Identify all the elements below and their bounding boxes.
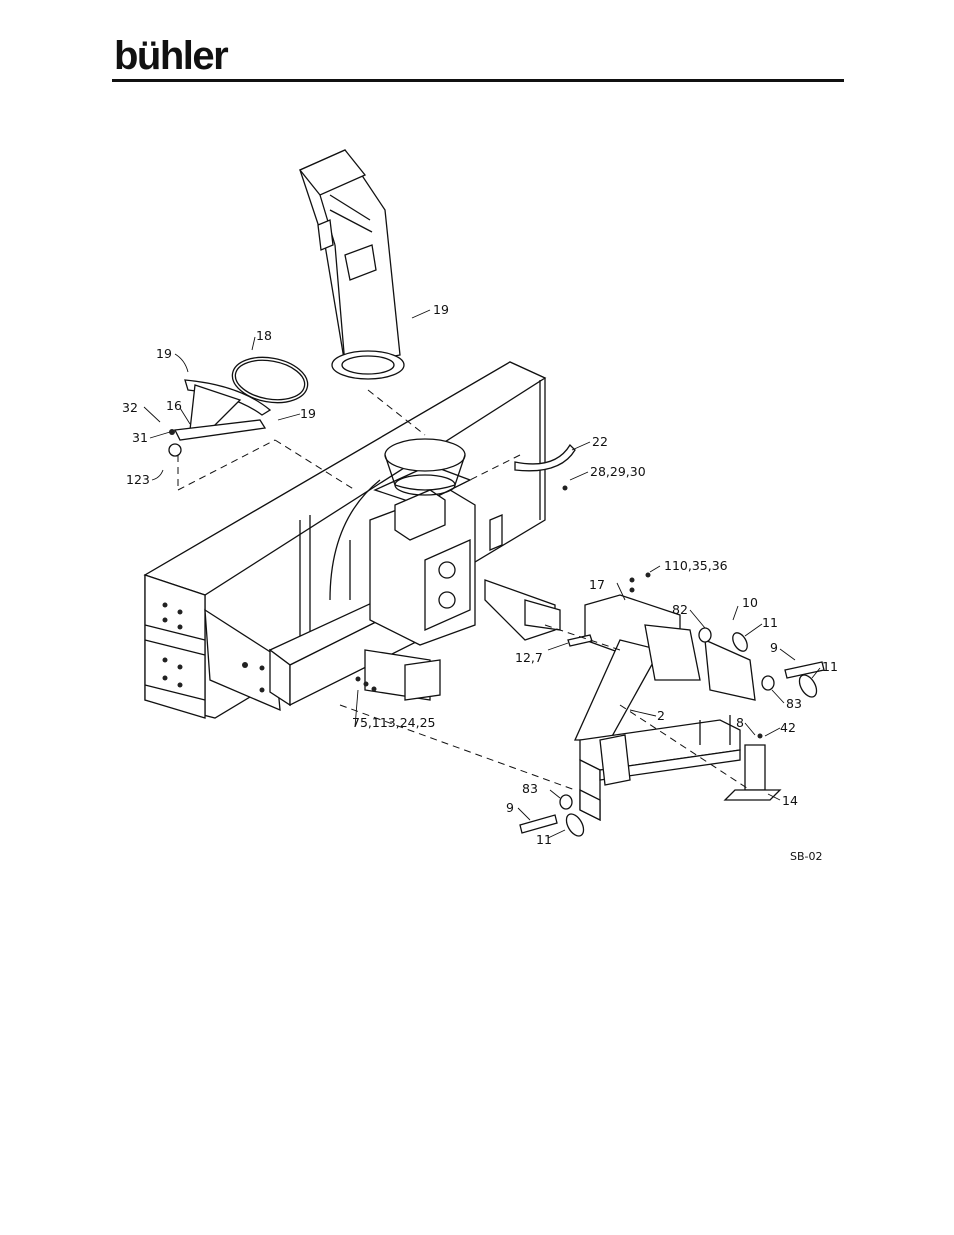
callout-19-top: 19 bbox=[433, 302, 449, 317]
callout-10: 10 bbox=[742, 595, 758, 610]
drawing-code: SB-02 bbox=[790, 850, 823, 863]
callout-75-113-24-25: 75,113,24,25 bbox=[352, 715, 436, 730]
callout-11-c: 11 bbox=[536, 832, 552, 847]
callout-82: 82 bbox=[672, 602, 688, 617]
callout-83-b: 83 bbox=[522, 781, 538, 796]
callout-11-b: 11 bbox=[822, 659, 838, 674]
callout-18: 18 bbox=[256, 328, 272, 343]
deflector-parts bbox=[169, 352, 311, 456]
callout-19-left: 19 bbox=[156, 346, 172, 361]
callout-110-35-36: 110,35,36 bbox=[664, 558, 728, 573]
callout-123: 123 bbox=[126, 472, 150, 487]
callout-12-7: 12,7 bbox=[515, 650, 543, 665]
callout-11-a: 11 bbox=[762, 615, 778, 630]
callout-8: 8 bbox=[736, 715, 744, 730]
callout-83-a: 83 bbox=[786, 696, 802, 711]
callout-14: 14 bbox=[782, 793, 798, 808]
callout-9-b: 9 bbox=[506, 800, 514, 815]
callout-28-29-30: 28,29,30 bbox=[590, 464, 646, 479]
callout-17: 17 bbox=[589, 577, 605, 592]
callout-16: 16 bbox=[166, 398, 182, 413]
discharge-chute bbox=[300, 150, 404, 379]
callout-2: 2 bbox=[657, 708, 665, 723]
callout-19-mid: 19 bbox=[300, 406, 316, 421]
callout-42: 42 bbox=[780, 720, 796, 735]
callout-32: 32 bbox=[122, 400, 138, 415]
callout-31: 31 bbox=[132, 430, 148, 445]
three-point-hitch-frame bbox=[575, 595, 755, 820]
callout-22: 22 bbox=[592, 434, 608, 449]
callout-9-a: 9 bbox=[770, 640, 778, 655]
